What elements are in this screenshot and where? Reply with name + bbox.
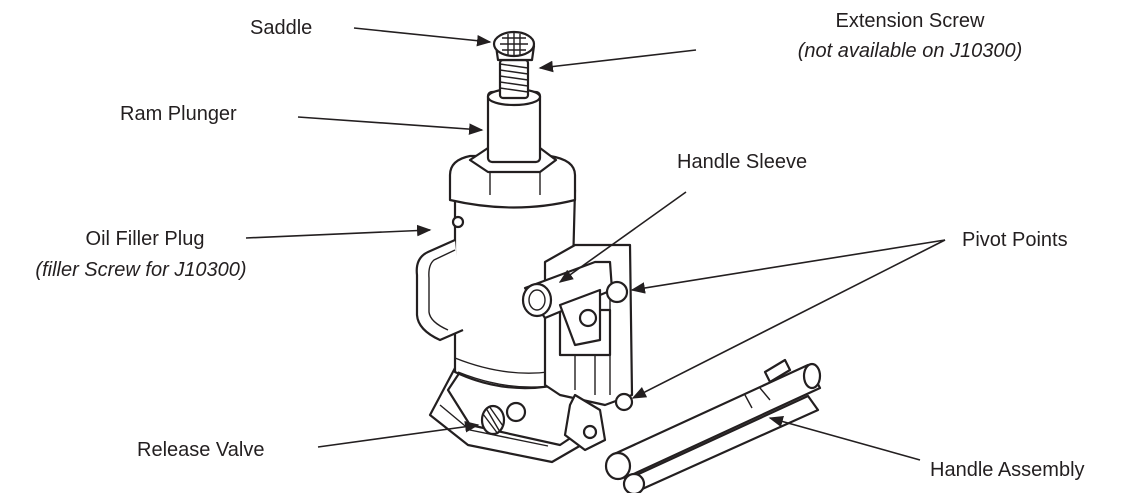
release-valve-label: Release Valve	[137, 439, 265, 461]
ram-plunger	[486, 87, 542, 164]
release-valve	[480, 401, 527, 436]
extension-screw-note: (not available on J10300)	[797, 40, 1023, 62]
oil-filler-plug-note: (filler Screw for J10300)	[35, 259, 247, 281]
ram-plunger-label: Ram Plunger	[120, 103, 237, 125]
handle-assembly-label: Handle Assembly	[930, 459, 1085, 481]
base-screw	[582, 424, 598, 440]
ram-plunger-leader	[297, 116, 484, 135]
pivot-points-label: Pivot Points	[962, 229, 1068, 251]
handle-assembly	[604, 358, 822, 496]
release-valve-leader	[317, 421, 480, 448]
oil-filler-plug-leader	[245, 224, 432, 239]
carry-handle	[415, 215, 465, 342]
pivot-pin-upper	[578, 280, 629, 328]
saddle-leader	[353, 27, 492, 47]
pivot-points-leader-upper	[630, 239, 946, 294]
handle-sleeve-label: Handle Sleeve	[677, 151, 808, 173]
handle-assembly-leader	[768, 415, 921, 461]
pivot-points-leader-lower	[631, 239, 946, 399]
extension-screw-label: Extension Screw	[835, 10, 985, 32]
saddle-label: Saddle	[250, 17, 313, 39]
saddle	[492, 30, 536, 62]
extension-screw-leader	[538, 49, 697, 73]
oil-filler-plug-label: Oil Filler Plug	[85, 228, 205, 250]
handle-sleeve-leader	[558, 191, 687, 283]
pivot-pin-lower	[614, 392, 634, 412]
extension-screw	[498, 58, 530, 100]
